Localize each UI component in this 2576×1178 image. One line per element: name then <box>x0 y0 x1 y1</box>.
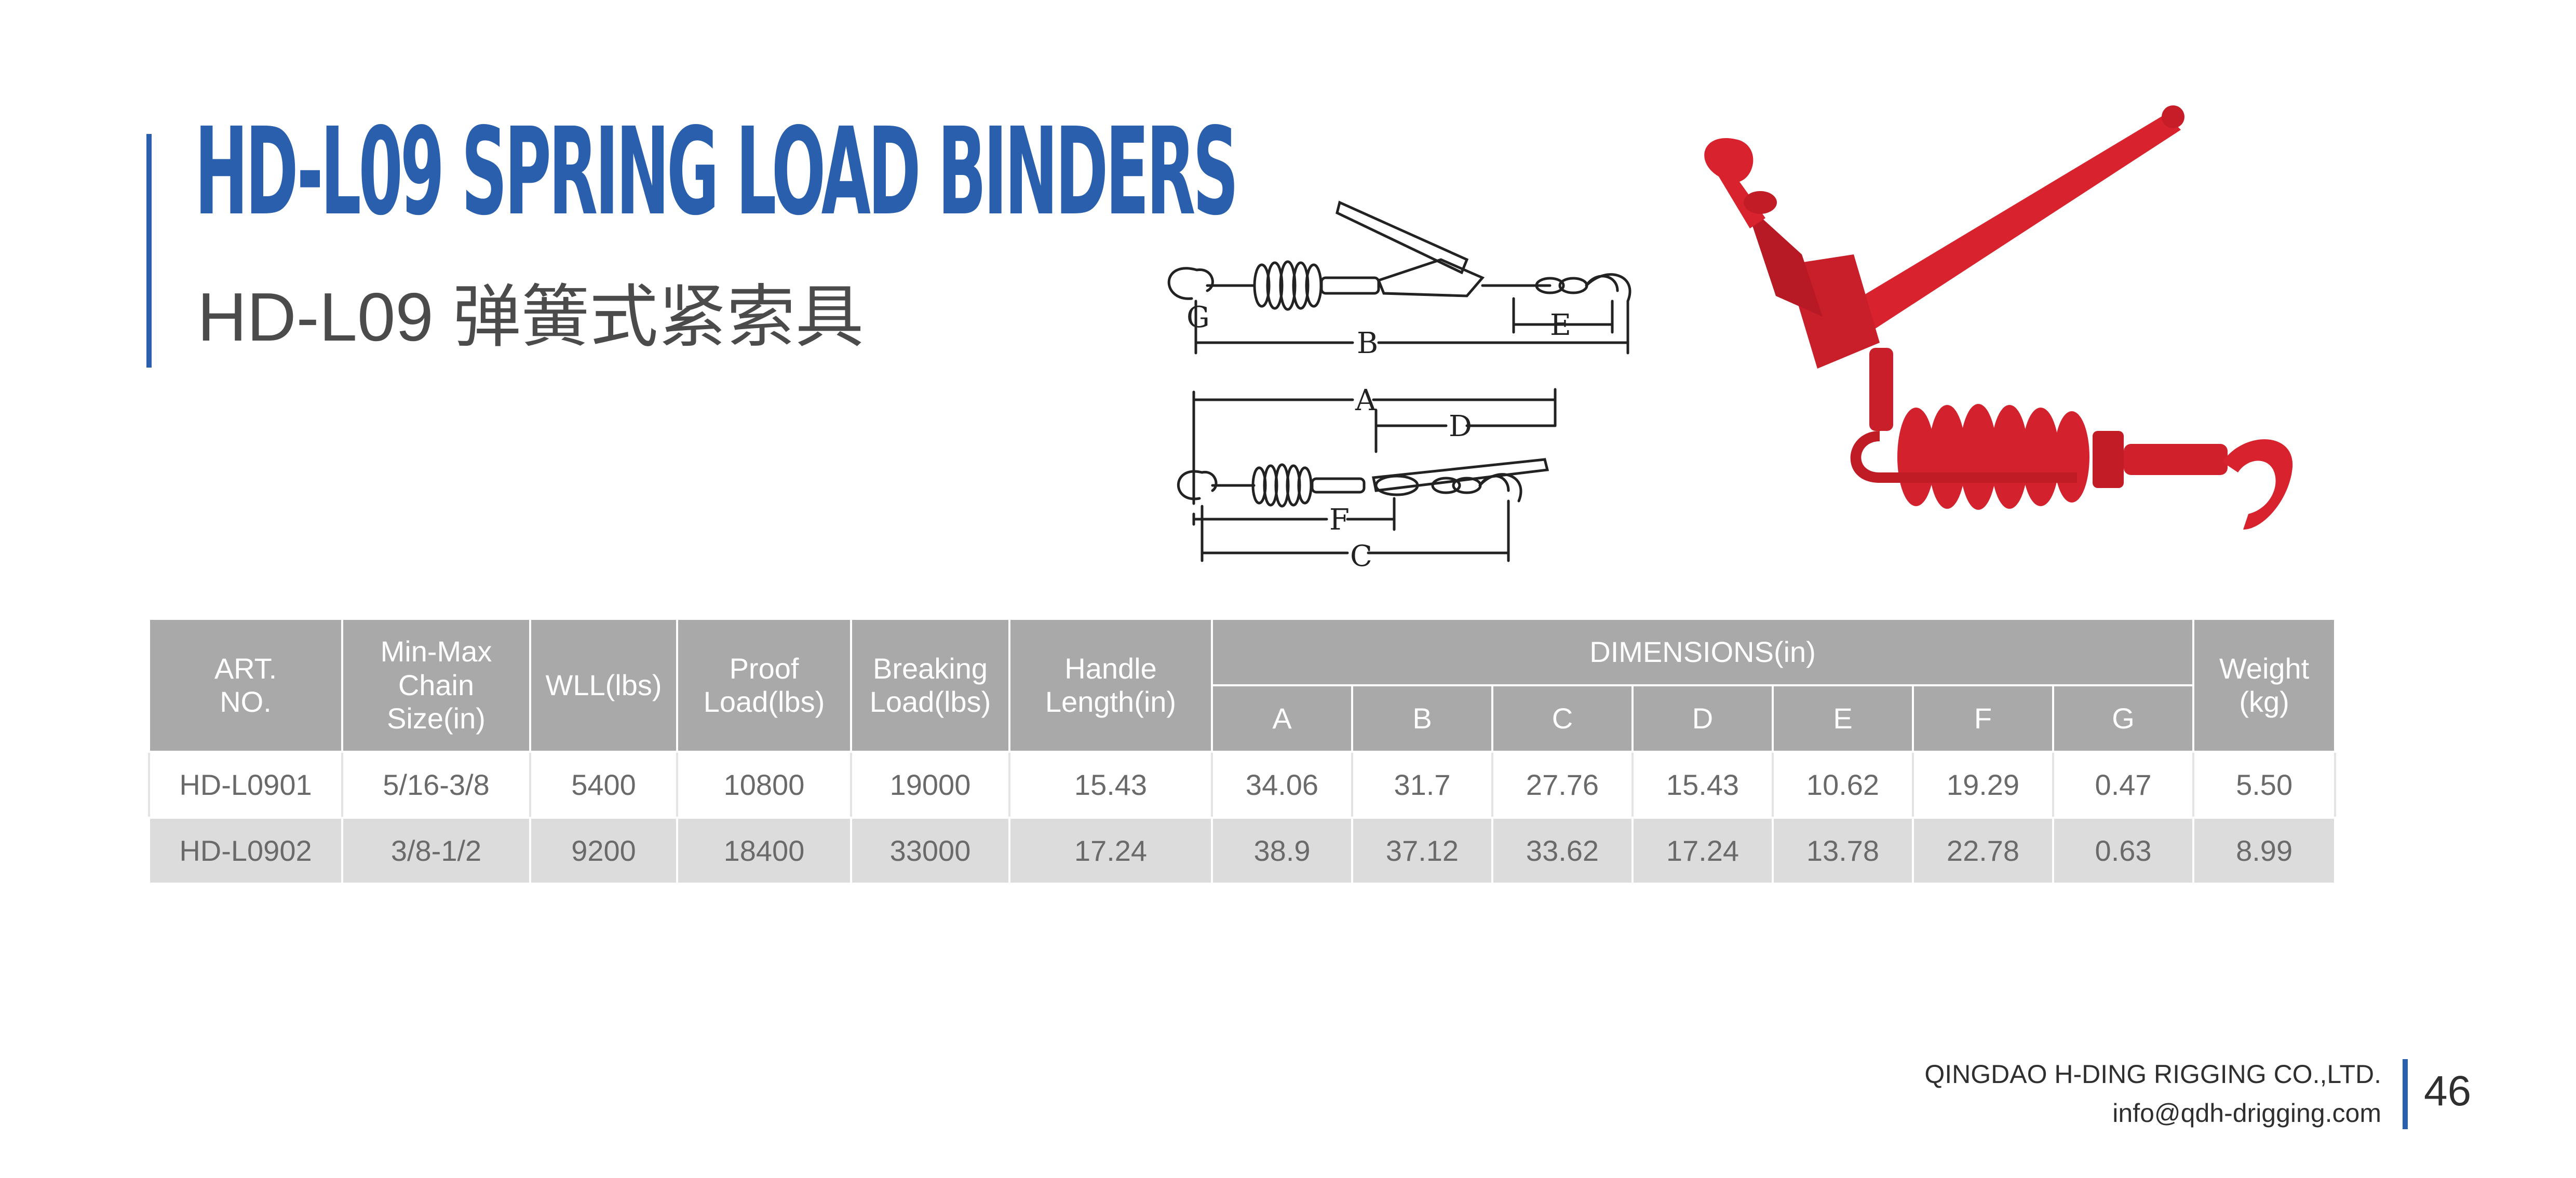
diagram-label-d: D <box>1449 410 1472 443</box>
cell-wll: 5400 <box>529 751 678 819</box>
cell-breaking-load: 19000 <box>850 751 1010 819</box>
header-wll: WLL(lbs) <box>529 618 678 753</box>
header-dim-f: F <box>1912 684 2054 753</box>
cell-weight: 5.50 <box>2192 751 2337 819</box>
cell-dim-e: 13.78 <box>1772 817 1914 885</box>
cell-dim-c: 27.76 <box>1491 751 1634 819</box>
header-weight: Weight(kg) <box>2192 618 2337 753</box>
cell-chain-size: 3/8-1/2 <box>341 817 531 885</box>
diagram-label-b: B <box>1357 327 1378 360</box>
cell-handle-length: 17.24 <box>1008 817 1213 885</box>
diagram-label-c: C <box>1350 539 1372 573</box>
page-number: 46 <box>2424 1067 2472 1115</box>
cell-dim-a: 38.9 <box>1211 817 1353 885</box>
table-row: HD-L0901 5/16-3/8 5400 10800 19000 15.43… <box>148 751 2337 819</box>
diagram-bottom-barrel <box>1311 477 1366 494</box>
diagram-top-left-hook <box>1167 267 1214 300</box>
cell-chain-size: 5/16-3/8 <box>341 751 531 819</box>
diagram-label-g: G <box>1186 301 1210 334</box>
header-dim-d: D <box>1631 684 1774 753</box>
cell-dim-c: 33.62 <box>1491 817 1634 885</box>
cell-dim-a: 34.06 <box>1211 751 1353 819</box>
cell-weight: 8.99 <box>2192 817 2337 885</box>
cell-dim-b: 37.12 <box>1351 817 1493 885</box>
header-dimensions: DIMENSIONS(in) <box>1210 618 2195 686</box>
header-dim-c: C <box>1491 684 1634 753</box>
diagram-top-right-hook <box>1585 273 1631 303</box>
page-subtitle: HD-L09 弹簧式紧索具 <box>197 279 864 355</box>
cell-dim-e: 10.62 <box>1772 751 1914 819</box>
dimension-diagram: G B E A D F C <box>1167 200 1631 573</box>
cell-proof-load: 18400 <box>676 817 852 885</box>
header-art-no: ART.NO. <box>148 618 343 753</box>
header-dim-e: E <box>1772 684 1914 753</box>
diagram-bottom-chain <box>1431 477 1482 494</box>
product-photo <box>1704 105 2293 530</box>
title-accent-bar <box>146 134 152 368</box>
cell-breaking-load: 33000 <box>850 817 1010 885</box>
cell-art-no: HD-L0902 <box>148 817 343 885</box>
cell-art-no: HD-L0901 <box>148 751 343 819</box>
cell-dim-d: 15.43 <box>1631 751 1774 819</box>
table-row: HD-L0902 3/8-1/2 9200 18400 33000 17.24 … <box>148 817 2337 885</box>
diagram-top-handle <box>1336 200 1469 275</box>
cell-dim-f: 22.78 <box>1912 817 2054 885</box>
cell-dim-d: 17.24 <box>1631 817 1774 885</box>
diagram-top-barrel <box>1320 276 1380 295</box>
cell-handle-length: 15.43 <box>1008 751 1213 819</box>
cell-dim-f: 19.29 <box>1912 751 2054 819</box>
load-binder-illustration <box>1704 105 2293 530</box>
diagram-label-f: F <box>1329 503 1350 537</box>
diagram-label-a: A <box>1355 384 1377 417</box>
footer-email: info@qdh-drigging.com <box>2112 1099 2381 1128</box>
header-dim-g: G <box>2052 684 2195 753</box>
diagram-bottom-left-hook <box>1177 470 1218 500</box>
cell-dim-g: 0.47 <box>2052 751 2195 819</box>
diagram-bottom-right-hook <box>1478 473 1522 503</box>
footer-divider <box>2403 1059 2408 1129</box>
page-title: HD-L09 SPRING LOAD BINDERS <box>195 102 1239 242</box>
diagram-bottom-spring <box>1251 463 1313 508</box>
header-dim-a: A <box>1211 684 1353 753</box>
cell-dim-b: 31.7 <box>1351 751 1493 819</box>
footer-company-name: QINGDAO H-DING RIGGING CO.,LTD. <box>1924 1060 2381 1089</box>
diagram-label-e: E <box>1550 308 1571 342</box>
cell-dim-g: 0.63 <box>2052 817 2195 885</box>
cell-wll: 9200 <box>529 817 678 885</box>
diagram-top-body <box>1377 258 1485 297</box>
diagram-top-spring <box>1253 260 1323 311</box>
cell-proof-load: 10800 <box>676 751 852 819</box>
header-dim-b: B <box>1351 684 1493 753</box>
